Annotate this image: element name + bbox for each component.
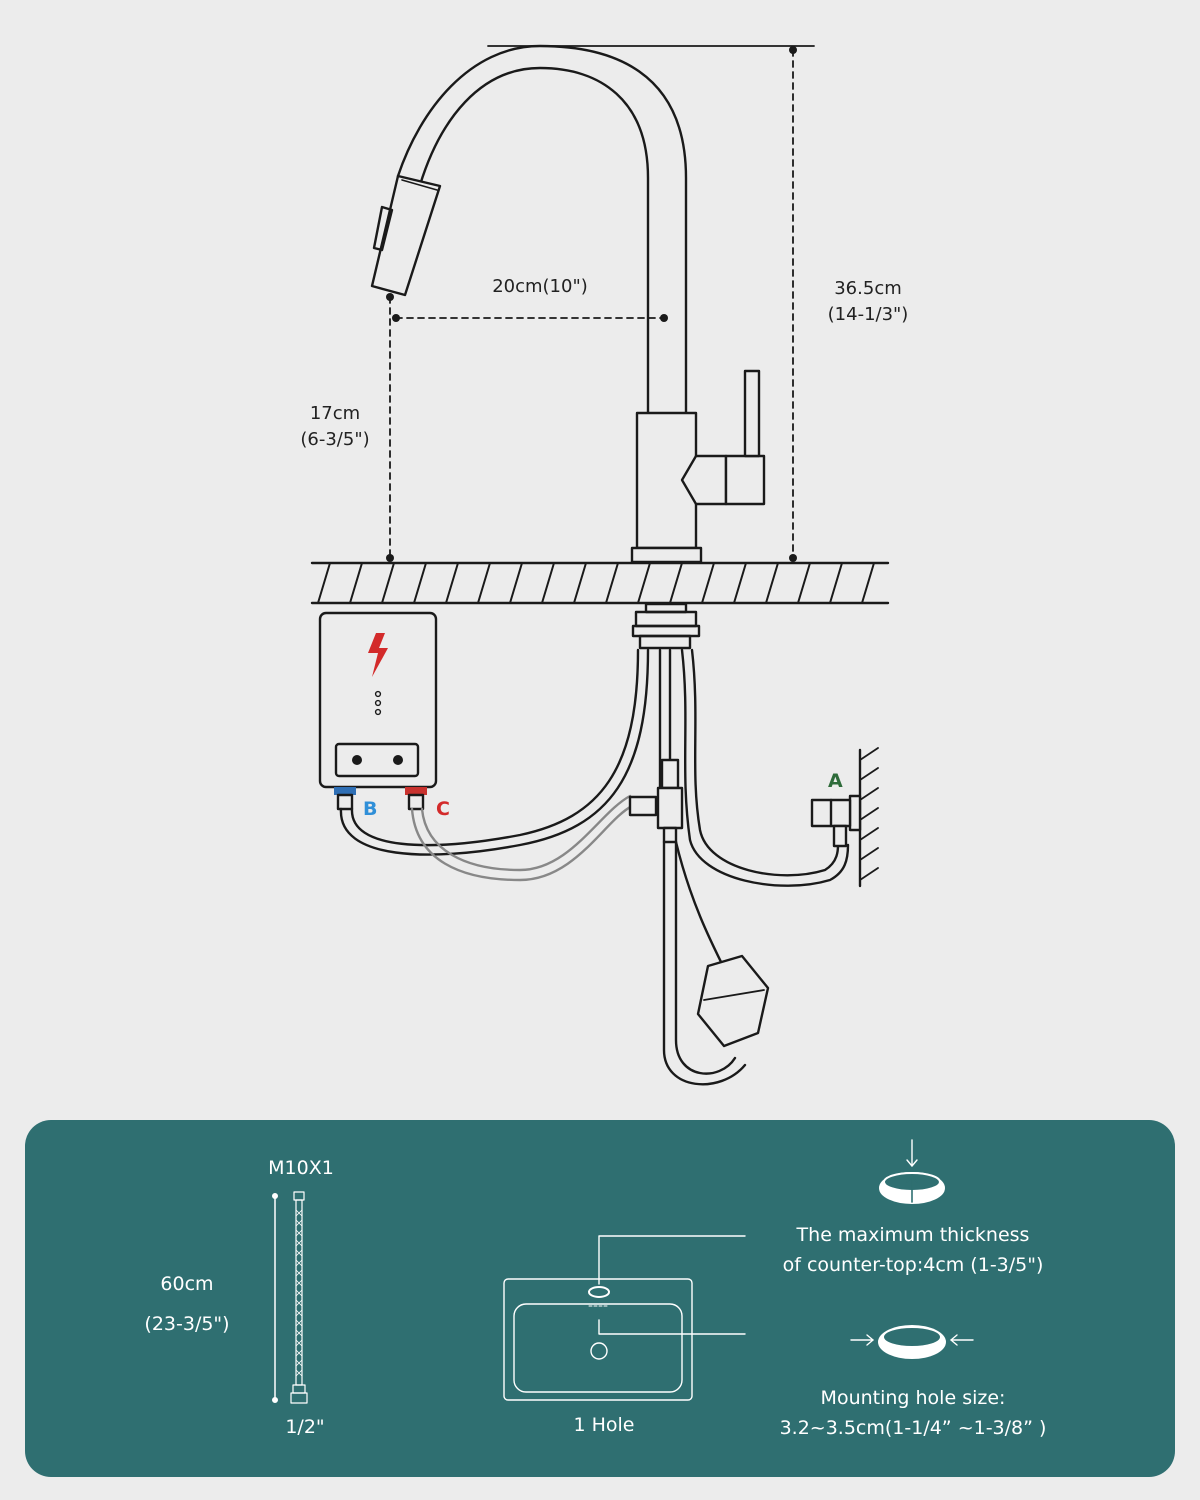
port-label-c: C — [436, 798, 450, 820]
countertop-thickness-icon — [879, 1139, 945, 1204]
mounting-hole-icon — [850, 1325, 974, 1359]
water-heater — [318, 611, 438, 789]
mounting-hole-line1: Mounting hole size: — [820, 1387, 1006, 1409]
height-dimension — [487, 45, 815, 559]
countertop-section — [310, 561, 890, 605]
callout-lines — [598, 1235, 746, 1335]
sink-icon — [503, 1278, 693, 1401]
countertop-thickness-line2: of counter-top:4cm (1-3/5") — [782, 1254, 1044, 1276]
installation-diagram — [310, 44, 890, 1086]
mounting-nut — [631, 602, 701, 650]
angle-valve — [810, 747, 879, 888]
port-label-a: A — [828, 770, 843, 792]
hose-thread-label: M10X1 — [268, 1157, 334, 1179]
spout-height-imperial: (6-3/5") — [300, 429, 370, 450]
sink-hole-label: 1 Hole — [573, 1414, 635, 1436]
countertop-thickness-line1: The maximum thickness — [796, 1224, 1030, 1246]
faucet-body — [370, 44, 766, 564]
supply-hoses — [339, 648, 850, 1086]
mounting-hole-line2: 3.2~3.5cm(1-1/4” ~1-3/8” ) — [779, 1417, 1047, 1439]
spout-height-label: 17cm (6-3/5") — [280, 401, 390, 453]
height-dimension-label: 36.5cm (14-1/3") — [808, 276, 928, 328]
reach-dimension-label: 20cm(10") — [492, 276, 588, 297]
spec-panel-graphics — [272, 1139, 974, 1404]
hose-length-imperial: (23-3/5") — [144, 1313, 230, 1335]
height-metric: 36.5cm — [834, 278, 902, 299]
lightning-icon — [368, 633, 388, 677]
port-label-b: B — [363, 798, 378, 820]
spec-panel: M10X1 60cm (23-3/5") 1/2" 1 Hole The max… — [25, 1120, 1175, 1477]
braided-hose-icon — [290, 1191, 308, 1404]
hose-length-line — [272, 1193, 278, 1403]
spout-height-metric: 17cm — [309, 403, 361, 424]
hose-connector-label: 1/2" — [285, 1416, 325, 1438]
height-imperial: (14-1/3") — [827, 304, 909, 325]
hose-length-metric: 60cm — [160, 1273, 214, 1295]
